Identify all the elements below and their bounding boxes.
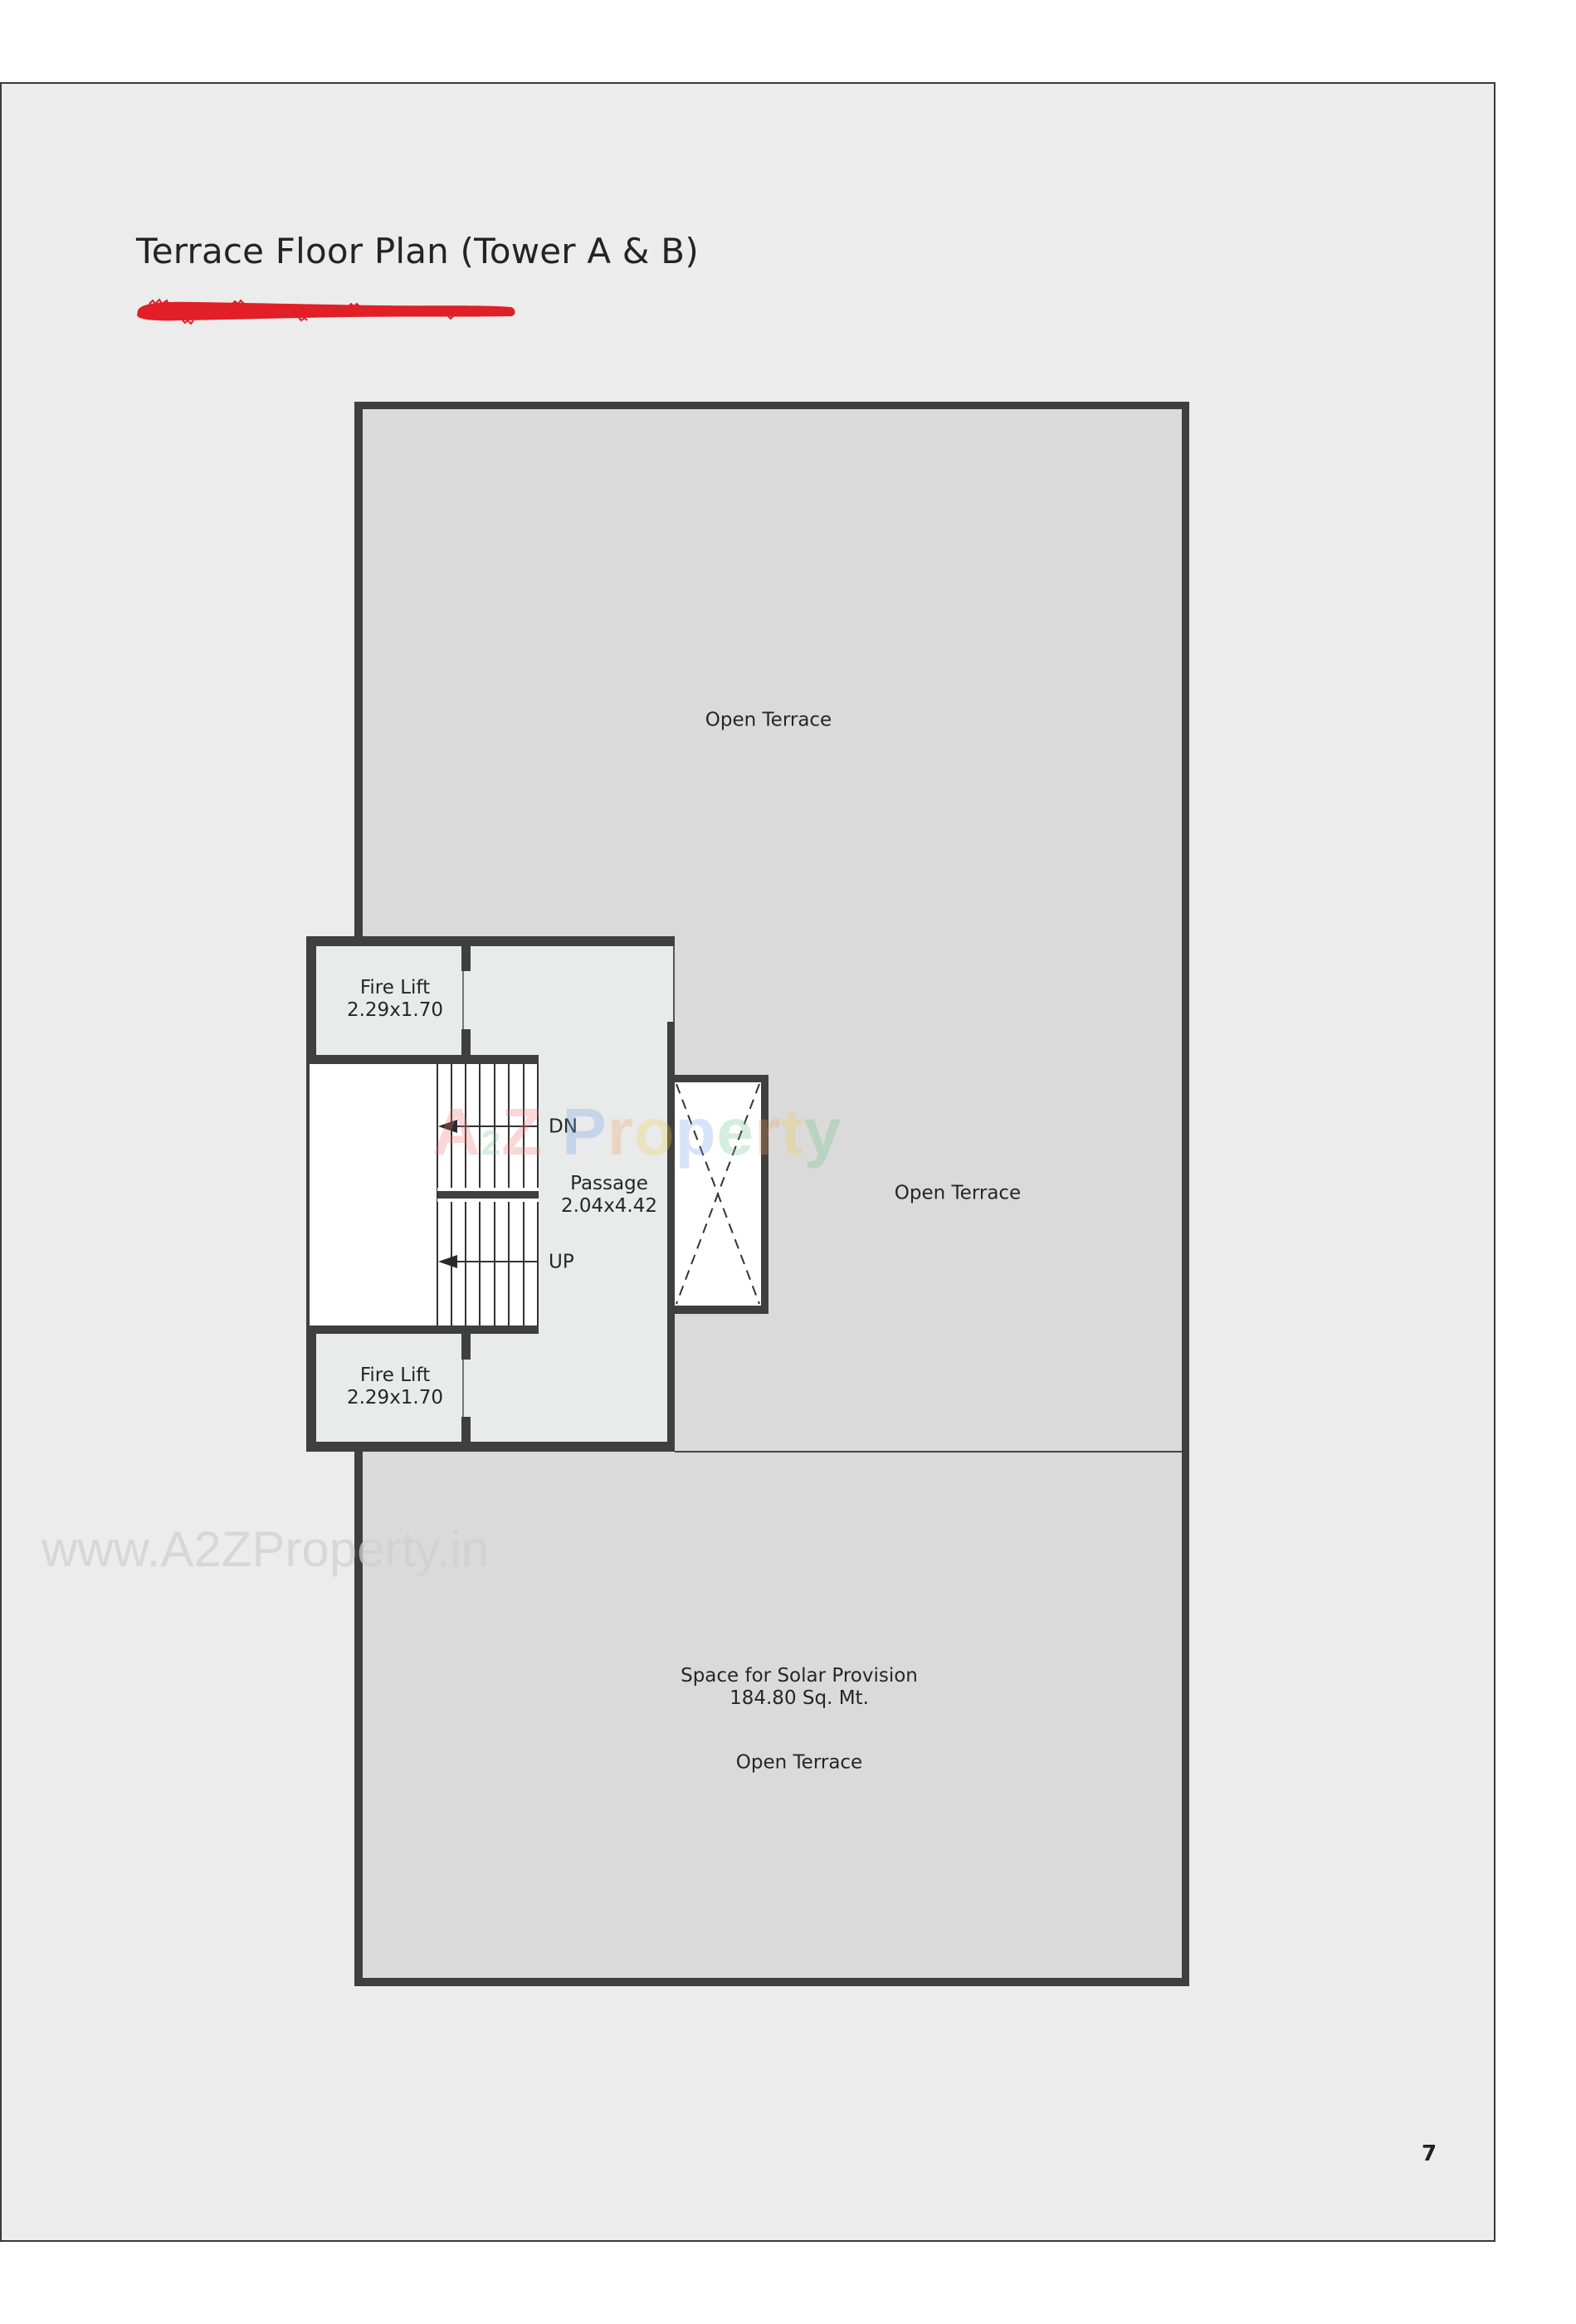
a2z-property-watermark-logo: A2Z Property <box>432 1094 842 1170</box>
solar-provision-area: 184.80 Sq. Mt. <box>729 1687 869 1709</box>
wm-letter: p <box>675 1095 717 1169</box>
open-terrace-bottom-label: Open Terrace <box>735 1751 863 1774</box>
page-title: Terrace Floor Plan (Tower A & B) <box>136 231 699 271</box>
wm-letter: r <box>754 1095 782 1169</box>
wm-letter: r <box>607 1095 634 1169</box>
passage-size: 2.04x4.42 <box>560 1195 658 1217</box>
fire-lift-top-name: Fire Lift <box>359 977 431 998</box>
fire-lift-bottom-name: Fire Lift <box>359 1365 431 1386</box>
stair-landing <box>438 1191 538 1199</box>
solar-provision-name: Space for Solar Provision <box>681 1665 918 1687</box>
wm-letter: t <box>781 1095 804 1169</box>
down-arrow-icon <box>438 1120 539 1133</box>
passage-label: Passage 2.04x4.42 <box>561 1173 657 1218</box>
title-underline-brush-stroke <box>137 298 515 325</box>
duct-shaft <box>667 1075 768 1314</box>
wm-letter: 2 <box>481 1123 502 1162</box>
open-terrace-right-label: Open Terrace <box>894 1182 1022 1204</box>
open-terrace-top-label: Open Terrace <box>705 709 832 731</box>
wm-letter: o <box>633 1095 676 1169</box>
wm-letter: P <box>562 1095 607 1169</box>
wm-letter: e <box>716 1095 754 1169</box>
fire-lift-bottom-size: 2.29x1.70 <box>346 1387 444 1409</box>
passage-name: Passage <box>570 1173 648 1194</box>
fire-lift-bottom-label: Fire Lift 2.29x1.70 <box>347 1365 443 1409</box>
wm-letter: A <box>432 1095 481 1169</box>
outer-terrace-walls <box>354 402 1189 1986</box>
up-arrow-icon <box>438 1255 539 1268</box>
page-number: 7 <box>1421 2141 1437 2166</box>
fire-lift-top-label: Fire Lift 2.29x1.70 <box>347 977 443 1022</box>
fire-lift-top-size: 2.29x1.70 <box>346 999 444 1021</box>
stair-up-label: UP <box>549 1251 574 1273</box>
stair-down-label: DN <box>549 1116 578 1138</box>
wm-letter: y <box>803 1095 842 1169</box>
wm-letter: Z <box>501 1095 544 1169</box>
solar-provision-label: Space for Solar Provision 184.80 Sq. Mt. <box>681 1665 918 1710</box>
a2z-property-url-watermark: www.A2ZProperty.in <box>41 1521 490 1577</box>
